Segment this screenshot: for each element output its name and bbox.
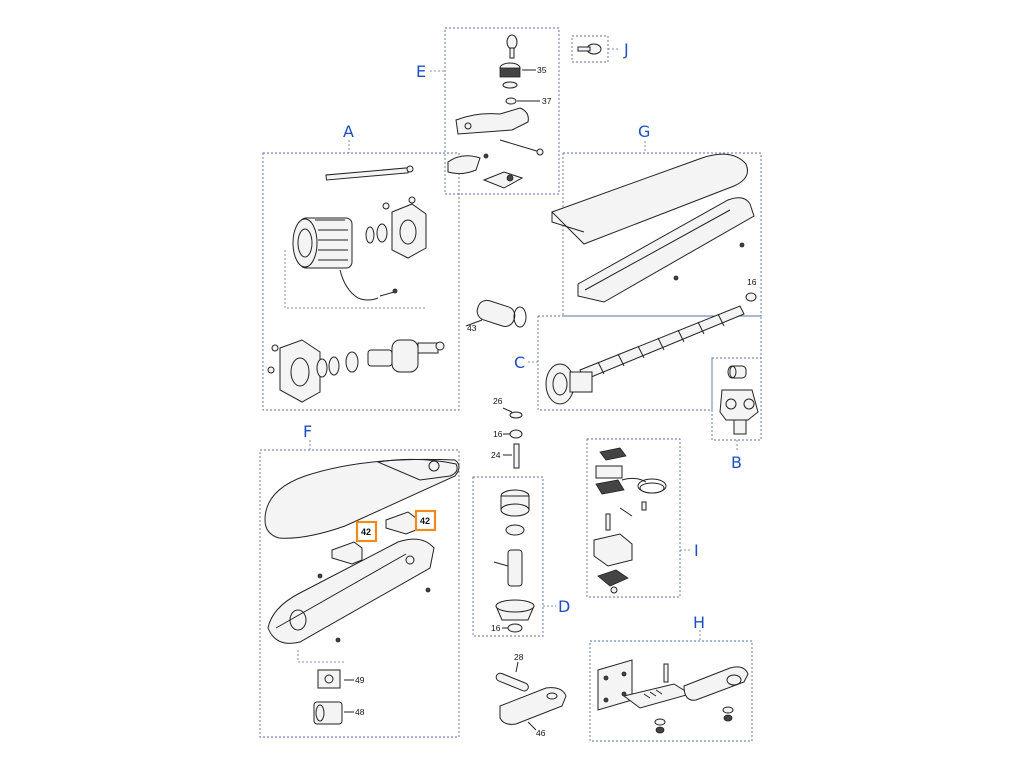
base-tray-part — [267, 538, 435, 644]
part-num-46: 46 — [536, 728, 546, 738]
part-num-16-a: 16 — [493, 429, 503, 439]
group-a-box — [262, 152, 460, 411]
end-bushing-part — [745, 292, 757, 302]
electronic-box-part — [593, 533, 633, 567]
group-f-label: F — [303, 422, 312, 441]
group-c: C 43 16 — [465, 277, 762, 411]
drive-gear-part — [545, 363, 593, 405]
rod-part — [325, 165, 414, 181]
part-42-highlight-right[interactable]: 42 — [414, 509, 437, 532]
group-h-box — [589, 640, 753, 742]
spacer-part — [509, 429, 523, 439]
group-j-label: J — [623, 40, 629, 59]
connector-block-part — [595, 465, 625, 495]
group-c-label: C — [514, 353, 525, 372]
group-a-label: A — [343, 122, 354, 141]
part-num-43: 43 — [467, 323, 477, 333]
bevel-gear-part — [495, 599, 535, 621]
upper-cover-part — [551, 153, 748, 245]
lower-shell-part — [577, 197, 755, 303]
key-part — [506, 34, 518, 59]
washer-part — [505, 97, 517, 105]
group-g-label: G — [638, 122, 650, 141]
bushing-part — [727, 365, 747, 379]
group-f-box — [259, 449, 460, 738]
part-num-28: 28 — [514, 652, 524, 662]
release-key-parts: 28 46 — [495, 652, 567, 738]
ring-part — [505, 524, 525, 536]
part-num-42-left: 42 — [361, 527, 371, 537]
part-num-35: 35 — [537, 65, 547, 75]
cover-cap-part — [447, 153, 489, 175]
group-e-box — [444, 27, 560, 195]
worm-screw-part — [579, 305, 745, 381]
shaft-part — [493, 549, 523, 587]
group-j: J — [571, 35, 629, 63]
group-i-label: I — [694, 541, 699, 560]
spare-key-part — [577, 43, 602, 55]
motor-flange-part — [391, 196, 427, 259]
gear-top-part — [500, 489, 530, 517]
part-num-16-d: 16 — [491, 623, 501, 633]
group-d-box — [472, 476, 544, 637]
group-b-label: B — [731, 453, 742, 472]
release-lever-part — [455, 107, 544, 156]
release-pin-part — [495, 672, 529, 692]
group-g-box — [562, 152, 762, 317]
part-num-49: 49 — [355, 675, 365, 685]
capacitor-part — [313, 701, 343, 725]
screw-part — [379, 288, 398, 297]
bracket-42-right-part — [385, 511, 417, 535]
front-bracket-part — [719, 389, 759, 435]
group-d-label: D — [558, 597, 570, 616]
group-f: F 42 42 — [259, 422, 460, 738]
lower-bracket-part — [267, 339, 321, 403]
group-h: H — [589, 613, 753, 742]
wall-plate-part — [597, 659, 633, 711]
gate-bracket-part — [683, 666, 749, 701]
group-e: E 35 37 — [416, 27, 560, 195]
group-i-box — [586, 438, 681, 598]
group-a: A — [262, 122, 460, 411]
group-e-label: E — [416, 62, 426, 81]
lock-base-part — [482, 171, 524, 189]
rear-bracket-part — [622, 663, 692, 709]
bottom-washer-part — [507, 623, 523, 633]
group-i: I — [586, 438, 699, 598]
part-num-37: 37 — [542, 96, 552, 106]
group-b-box — [711, 357, 762, 441]
group-g: G — [551, 122, 762, 317]
bracket-42-left-part — [331, 541, 363, 565]
part-num-24: 24 — [491, 450, 501, 460]
part-num-16-c: 16 — [747, 277, 757, 287]
screws-part — [605, 501, 647, 531]
group-b: B — [711, 357, 762, 472]
spacer-sleeve-part — [476, 299, 527, 328]
cover-part — [264, 458, 460, 539]
release-lever-part-46 — [499, 687, 567, 725]
part-42-highlight-left[interactable]: 42 — [355, 520, 378, 543]
part-num-42-right: 42 — [420, 516, 430, 526]
cable-coil-part — [621, 477, 667, 494]
part-num-26: 26 — [493, 396, 503, 406]
cover-plate-part — [597, 569, 629, 594]
circlip-part — [509, 411, 523, 419]
washers-part — [654, 706, 734, 734]
loose-pin-parts: 26 16 24 — [491, 396, 523, 469]
group-d: D 16 — [472, 476, 570, 637]
group-h-label: H — [693, 613, 705, 632]
pin-part — [513, 443, 520, 469]
lock-cylinder-part — [499, 62, 521, 89]
part-num-48: 48 — [355, 707, 365, 717]
motor-housing-part — [292, 217, 379, 301]
rotor-part — [316, 339, 445, 378]
bearing-parts-upper — [365, 202, 390, 244]
card-part — [599, 447, 627, 461]
limit-switch-part — [317, 669, 341, 689]
